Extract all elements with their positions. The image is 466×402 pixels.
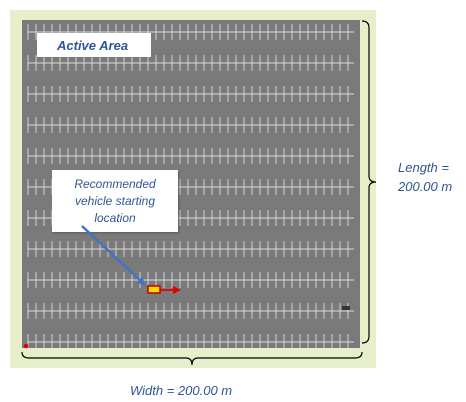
width-bracket	[21, 351, 363, 366]
length-line-2: 200.00 m	[398, 179, 453, 194]
recommendation-line-3: location	[94, 211, 136, 225]
active-area-label: Active Area	[37, 33, 151, 57]
width-label: Width = 200.00 m	[130, 383, 233, 398]
length-label: Length = 200.00 m	[398, 158, 452, 196]
length-line-1: Length =	[398, 160, 449, 175]
recommendation-line-1: Recommended	[74, 177, 156, 191]
length-bracket	[361, 20, 377, 344]
origin-marker	[23, 343, 29, 349]
active-area-text: Active Area	[57, 37, 129, 53]
parked-object	[342, 306, 350, 310]
vehicle-marker	[147, 285, 161, 294]
recommendation-line-2: vehicle starting	[74, 194, 156, 208]
callout-arrow	[81, 225, 146, 286]
recommendation-callout: Recommended vehicle starting location	[52, 170, 178, 232]
